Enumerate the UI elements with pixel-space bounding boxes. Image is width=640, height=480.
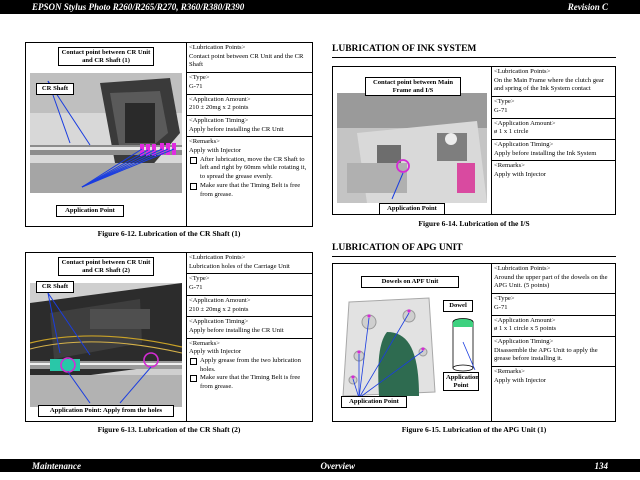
checkbox-icon: [190, 358, 197, 366]
application-point-label: Application Point: [341, 396, 407, 408]
type-value: G-71: [494, 106, 508, 114]
spec-ink-system: Contact point between Main Frame and I/S…: [332, 66, 616, 215]
spec-cr-shaft-2: Contact point between CR Unit and CR Sha…: [25, 252, 313, 422]
page-number: 134: [594, 460, 609, 471]
figure-caption: Figure 6-13. Lubrication of the CR Shaft…: [97, 425, 241, 434]
remarks-label: <Remarks>: [494, 368, 525, 376]
remarks-value: Apply with Injector: [189, 348, 242, 356]
timing-value: Apply before installing the CR Unit: [189, 326, 284, 334]
application-point-label: Application Point: [56, 205, 124, 217]
type-label: <Type>: [494, 98, 515, 106]
timing-value: Disassemble the APG Unit to apply the gr…: [494, 346, 598, 363]
figure-title-label: Contact point between Main Frame and I/S: [365, 77, 461, 97]
timing-label: <Application Timing>: [494, 140, 554, 148]
timing-label: <Application Timing>: [189, 116, 249, 124]
page-header: EPSON Stylus Photo R260/R265/R270, R360/…: [0, 0, 640, 14]
header-revision: Revision C: [567, 2, 608, 12]
type-label: <Type>: [494, 295, 515, 303]
cr-shaft-label: CR Shaft: [36, 83, 74, 95]
checkbox-icon: [190, 156, 197, 164]
cr-shaft-photo: [30, 73, 182, 193]
remark-bullet-2: Make sure that the Timing Belt is free f…: [200, 181, 301, 198]
timing-label: <Application Timing>: [189, 318, 249, 326]
type-value: G-71: [189, 82, 203, 90]
amount-value: ø 1 x 1 circle: [494, 128, 529, 136]
application-point-label: Application Point: [443, 372, 479, 392]
figure-caption: Figure 6-12. Lubrication of the CR Shaft…: [97, 229, 241, 238]
type-label: <Type>: [189, 74, 210, 82]
remarks-label: <Remarks>: [189, 339, 220, 347]
lub-points-value: Around the upper part of the dowels on t…: [494, 273, 608, 290]
section-rule: [332, 256, 616, 257]
lub-points-value: On the Main Frame where the clutch gear …: [494, 76, 605, 93]
spec-apg-unit: Dowels on APF Unit Dowel Application Poi…: [332, 263, 616, 422]
section-title: LUBRICATION OF INK SYSTEM: [332, 44, 477, 54]
section-rule: [332, 57, 616, 58]
amount-label: <Application Amount>: [494, 119, 556, 127]
amount-value: 210 ± 20mg x 2 points: [189, 104, 249, 112]
figure-title-label: Dowels on APF Unit: [361, 276, 459, 288]
timing-value: Apply before installing the Ink System: [494, 149, 597, 157]
header-title: EPSON Stylus Photo R260/R265/R270, R360/…: [32, 2, 245, 12]
lub-points-label: <Lubrication Points>: [494, 265, 551, 272]
figure-6-15: Dowels on APF Unit Dowel Application Poi…: [333, 264, 492, 421]
amount-label: <Application Amount>: [189, 95, 251, 103]
figure-title-label: Contact point between CR Unit and CR Sha…: [58, 257, 154, 277]
type-value: G-71: [189, 284, 203, 292]
figure-caption: Figure 6-14. Lubrication of the I/S: [418, 219, 530, 228]
amount-label: <Application Amount>: [189, 296, 251, 304]
checkbox-icon: [190, 182, 197, 190]
amount-label: <Application Amount>: [494, 316, 556, 324]
figure-6-14: Contact point between Main Frame and I/S…: [333, 67, 492, 215]
application-point-label: Application Point: Apply from the holes: [38, 405, 174, 417]
remarks-label: <Remarks>: [189, 138, 220, 146]
footer-section: Maintenance: [32, 460, 82, 471]
ink-system-photo: [337, 93, 487, 203]
figure-caption: Figure 6-15. Lubrication of the APG Unit…: [401, 425, 547, 434]
amount-value: ø 1 x 1 circle x 5 points: [494, 325, 557, 333]
lub-points-label: <Lubrication Points>: [189, 254, 246, 261]
remark-bullet-1: Apply grease from the two lubrication ho…: [200, 357, 301, 373]
figure-title-label: Contact point between CR Unit and CR Sha…: [58, 47, 154, 67]
figure-6-12: Contact point between CR Unit and CR Sha…: [26, 43, 187, 226]
spec-cr-shaft-1: Contact point between CR Unit and CR Sha…: [25, 42, 313, 227]
lub-points-label: <Lubrication Points>: [189, 44, 246, 51]
type-value: G-71: [494, 303, 508, 311]
application-point-label: Application Point: [379, 203, 445, 215]
type-label: <Type>: [189, 275, 210, 283]
remarks-value: Apply with Injector: [494, 376, 547, 384]
figure-6-13: Contact point between CR Unit and CR Sha…: [26, 253, 187, 421]
section-title: LUBRICATION OF APG UNIT: [332, 243, 463, 253]
remarks-value: Apply with Injector: [189, 147, 242, 155]
lub-points-value: Lubrication holes of the Carriage Unit: [189, 262, 290, 270]
dowel-drawing: [445, 312, 481, 372]
timing-label: <Application Timing>: [494, 337, 554, 345]
checkbox-icon: [190, 375, 197, 383]
lub-points-value: Contact point between CR Unit and the CR…: [189, 52, 304, 69]
footer-chapter: Overview: [320, 460, 355, 471]
cr-shaft-label: CR Shaft: [36, 281, 74, 293]
apg-unit-photo: [339, 292, 437, 400]
carriage-photo: [30, 283, 182, 407]
amount-value: 210 ± 20mg x 2 points: [189, 305, 249, 313]
page-footer: Maintenance Overview 134: [0, 459, 640, 472]
timing-value: Apply before installing the CR Unit: [189, 125, 284, 133]
lub-points-label: <Lubrication Points>: [494, 68, 551, 75]
dowel-label: Dowel: [443, 300, 473, 312]
remarks-value: Apply with Injector: [494, 171, 547, 179]
remark-bullet-2: Make sure that the Timing Belt is free f…: [200, 374, 301, 391]
remarks-label: <Remarks>: [494, 162, 525, 170]
remark-bullet-1: After lubrication, move the CR Shaft to …: [200, 155, 307, 181]
